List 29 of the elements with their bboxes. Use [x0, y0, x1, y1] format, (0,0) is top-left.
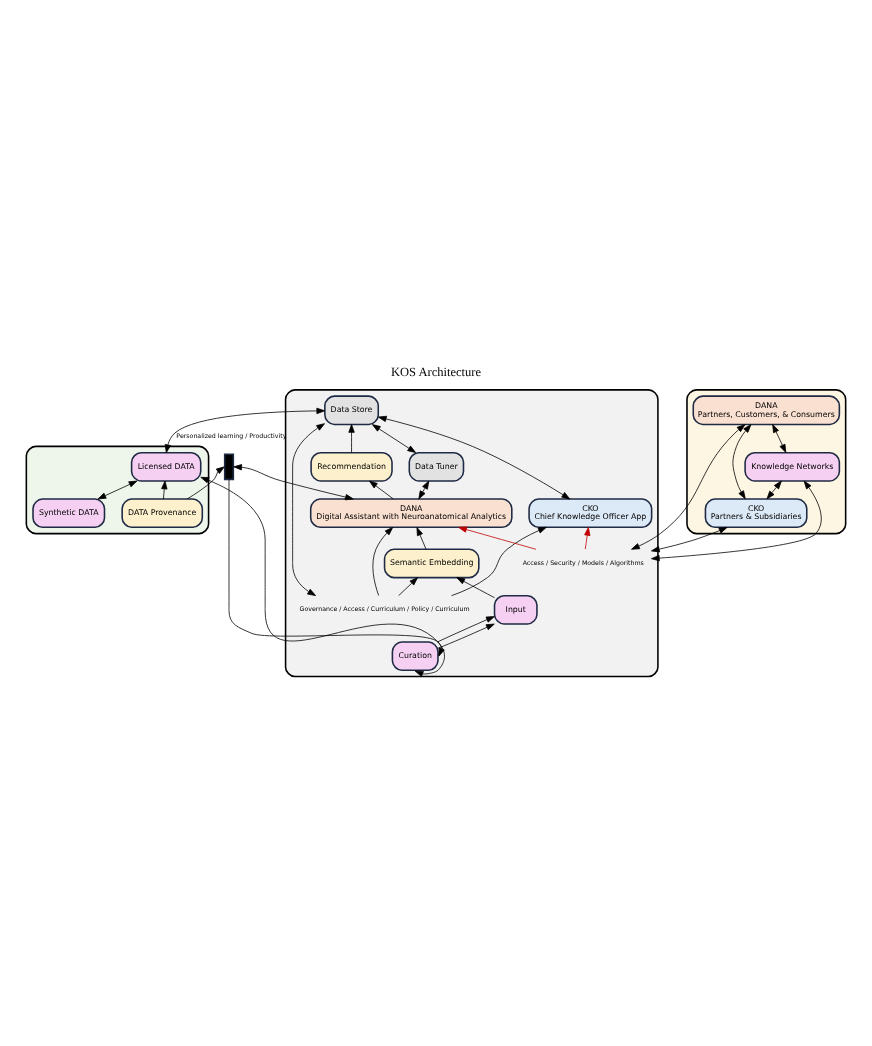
arrow	[377, 415, 571, 500]
arrow	[200, 476, 445, 657]
arrow	[456, 577, 495, 599]
arrow	[372, 424, 417, 453]
arrow	[228, 479, 445, 677]
arrow	[584, 527, 591, 550]
arrow	[416, 527, 427, 550]
arrow	[766, 480, 782, 500]
arrow	[161, 480, 168, 500]
arrow	[772, 424, 787, 453]
arrow	[458, 526, 537, 550]
arrow	[186, 466, 225, 500]
arrow	[437, 616, 495, 643]
arrow	[372, 527, 394, 596]
arrow	[398, 577, 418, 596]
node-person	[223, 453, 235, 481]
arrow	[651, 527, 728, 553]
arrow	[437, 623, 495, 649]
arrow	[451, 526, 547, 597]
arrow	[732, 424, 752, 500]
arrow	[292, 423, 325, 596]
arrow	[97, 480, 138, 500]
arrow	[369, 480, 394, 500]
arrow	[631, 424, 746, 550]
arrow	[164, 407, 326, 454]
arrow	[651, 480, 822, 562]
arrow	[233, 464, 354, 501]
arrow	[418, 480, 430, 500]
arrow	[348, 424, 355, 453]
